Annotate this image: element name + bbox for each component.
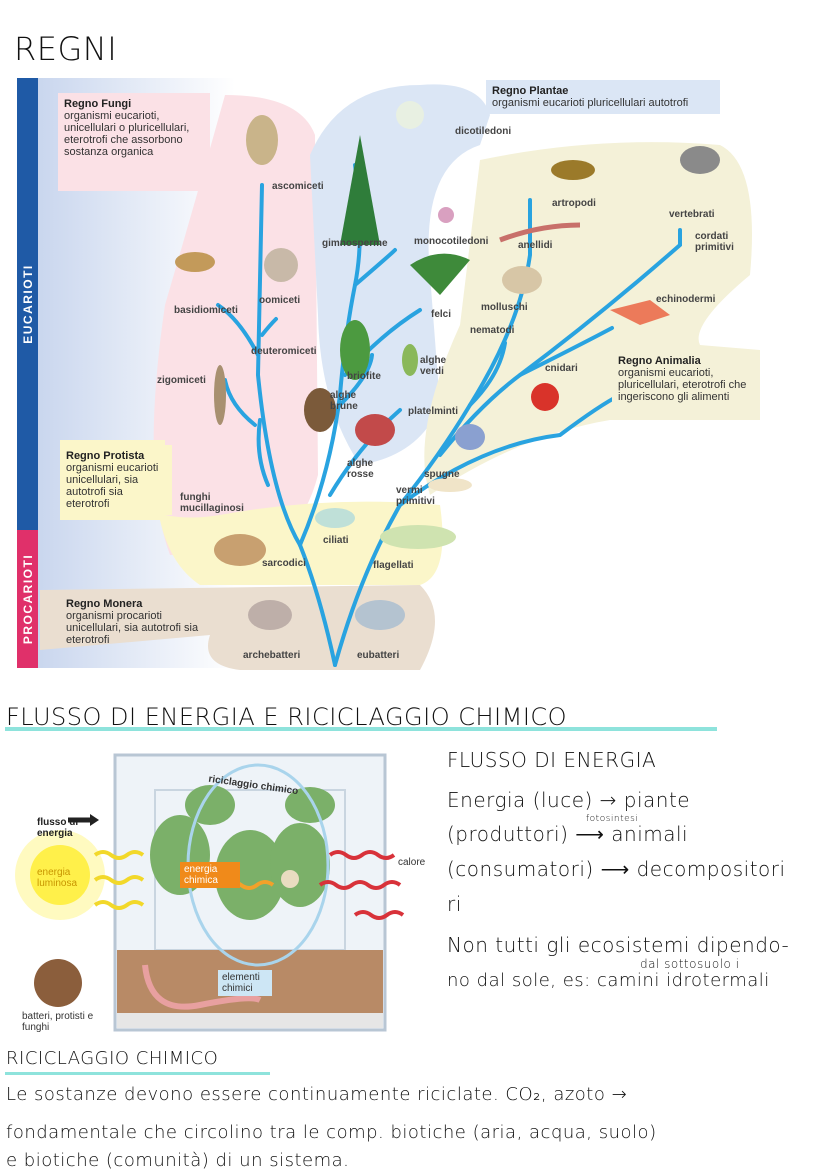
label-artropodi: artropodi — [552, 198, 596, 209]
label-ciliati: ciliati — [323, 535, 349, 546]
label-oomiceti: oomiceti — [259, 295, 301, 306]
label-funghi-mucillaginosi: funghi mucillaginosi — [180, 492, 244, 514]
riciclaggio-line: e biotiche (comunità) di un sistema. — [6, 1150, 350, 1170]
label-archebatteri: archebatteri — [243, 650, 301, 661]
label-echinodermi: echinodermi — [656, 294, 716, 305]
riciclaggio-heading: RICICLAGGIO CHIMICO — [6, 1048, 219, 1069]
label-spugne: spugne — [424, 469, 460, 480]
label-vertebrati: vertebrati — [669, 209, 715, 220]
notes-arrow-note: fotosintesi — [586, 814, 639, 824]
label-flagellati: flagellati — [373, 560, 414, 571]
label-energia-luminosa: energia luminosa — [37, 867, 78, 889]
label-basidiomiceti: basidiomiceti — [174, 305, 238, 316]
label-alghe-rosse: alghe rosse — [347, 458, 374, 480]
label-gimnosperme: gimnosperme — [322, 238, 388, 249]
label-dicotiledoni: dicotiledoni — [455, 126, 512, 137]
label-briofite: briofite — [347, 371, 381, 382]
section-title-flusso-riciclaggio: FLUSSO DI ENERGIA E RICICLAGGIO CHIMICO — [6, 703, 568, 731]
label-alghe-brune: alghe brune — [330, 390, 358, 412]
notes-line: Non tutti gli ecosistemi dipendo- — [447, 933, 790, 957]
label-zigomiceti: zigomiceti — [157, 375, 206, 386]
label-platelminti: platelminti — [408, 406, 459, 417]
label-calore: calore — [398, 857, 426, 868]
label-flusso-energia: flusso di energia — [37, 817, 79, 839]
label-vermi-primitivi: vermi primitivi — [396, 485, 435, 507]
underline-riciclaggio — [5, 1072, 270, 1075]
label-decompositori: batteri, protisti e funghi — [22, 1011, 94, 1033]
label-cnidari: cnidari — [545, 363, 578, 374]
label-cordati-primitivi: cordati primitivi — [695, 231, 734, 253]
label-deuteromiceti: deuteromiceti — [251, 346, 317, 357]
notes-heading: FLUSSO DI ENERGIA — [447, 748, 657, 772]
label-molluschi: molluschi — [481, 302, 528, 313]
notes-line: ri — [447, 892, 462, 916]
label-monocotiledoni: monocotiledoni — [414, 236, 489, 247]
highlight-line — [5, 727, 717, 731]
label-felci: felci — [431, 309, 452, 320]
organism-illustrations — [175, 101, 720, 630]
notes-line: Energia (luce) → piante — [447, 788, 691, 812]
riciclaggio-line: Le sostanze devono essere continuamente … — [6, 1084, 628, 1105]
label-energia-chimica: energia chimica — [180, 862, 240, 888]
label-nematodi: nematodi — [470, 325, 515, 336]
band-eucarioti: EUCARIOTI — [17, 78, 38, 530]
notes-line: (produttori) ⟶ animali — [447, 822, 689, 846]
label-alghe-verdi: alghe verdi — [420, 355, 447, 377]
terrarium-illustration — [15, 753, 405, 1032]
label-ascomiceti: ascomiceti — [272, 181, 324, 192]
band-procarioti: PROCARIOTI — [17, 530, 38, 668]
label-sarcodici: sarcodici — [262, 558, 306, 569]
label-elementi-chimici: elementi chimici — [218, 970, 272, 996]
notes-line: no dal sole, es: camini idrotermali — [447, 970, 770, 991]
riciclaggio-line: fondamentale che circolino tra le comp. … — [6, 1122, 657, 1143]
notes-line: (consumatori) ⟶ decompositori — [447, 857, 786, 881]
notes-insert-note: dal sottosuolo i — [640, 957, 740, 971]
label-anellidi: anellidi — [518, 240, 553, 251]
terrarium-figure: flusso di energia energia luminosa energ… — [0, 745, 430, 1040]
title-regni: REGNI — [14, 30, 118, 68]
label-eubatteri: eubatteri — [357, 650, 400, 661]
